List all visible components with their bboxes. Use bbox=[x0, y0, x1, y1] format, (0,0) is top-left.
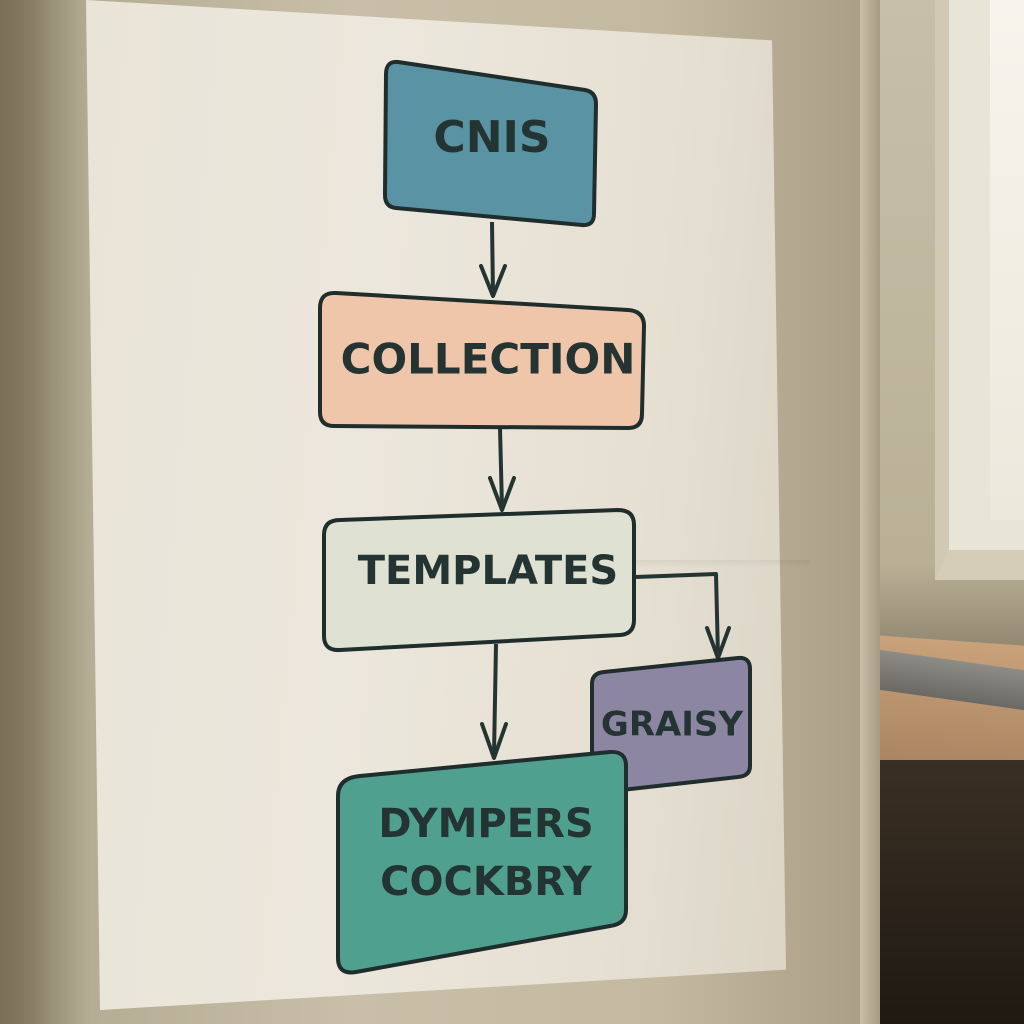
edge-cnis-collection bbox=[479, 221, 507, 298]
node-collection-label: COLLECTION bbox=[341, 335, 636, 384]
edge-templates-graisy bbox=[635, 572, 731, 660]
node-templates: TEMPLATES bbox=[322, 507, 636, 653]
node-dympers: DYMPERS COCKBRY bbox=[336, 749, 628, 975]
desk-base bbox=[862, 760, 1024, 1024]
node-cnis: CNIS bbox=[382, 59, 599, 228]
node-cnis-label: CNIS bbox=[433, 112, 550, 163]
node-templates-label: TEMPLATES bbox=[358, 548, 619, 594]
node-dympers-label-line1: DYMPERS bbox=[378, 801, 593, 847]
node-graisy: GRAISY bbox=[590, 655, 752, 795]
node-graisy-label: GRAISY bbox=[601, 705, 744, 745]
wall-shadow bbox=[0, 0, 90, 1024]
window-glass bbox=[990, 0, 1024, 520]
edge-templates-dympers bbox=[480, 643, 508, 760]
door-frame bbox=[860, 0, 880, 1024]
poster-fold bbox=[610, 560, 810, 568]
node-dympers-label-line2: COCKBRY bbox=[380, 859, 593, 905]
node-collection: COLLECTION bbox=[318, 290, 647, 431]
edge-collection-templates bbox=[488, 427, 516, 512]
